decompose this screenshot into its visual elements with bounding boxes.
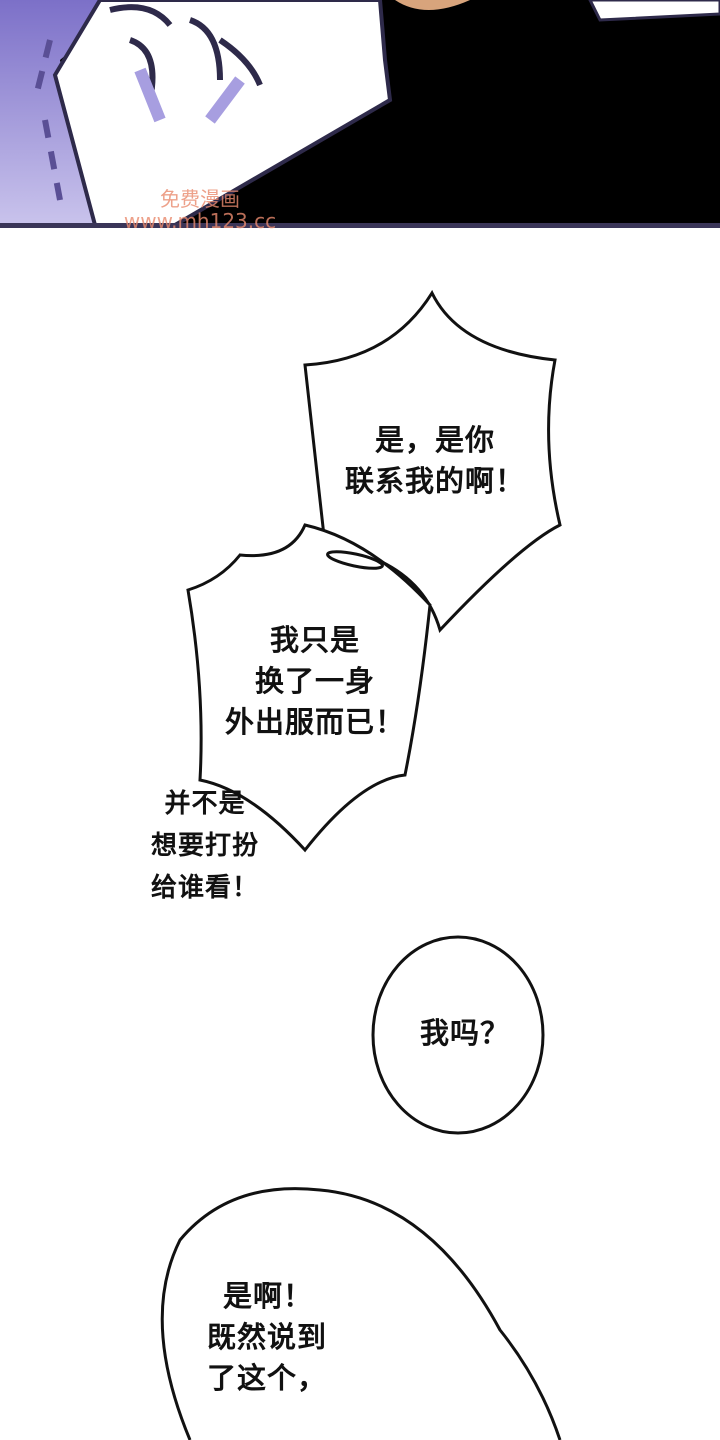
text-line: 了这个， <box>207 1361 328 1395</box>
text-line: 既然说到 <box>207 1320 328 1354</box>
bubble-4-text: 我吗？ <box>400 1013 530 1054</box>
text-line: 外出服而已！ <box>224 705 405 739</box>
sweat-mark <box>326 550 384 570</box>
bubble-5-text: 是啊！ 既然说到 了这个， <box>195 1276 365 1399</box>
text-line: 我吗？ <box>419 1016 510 1050</box>
watermark-line-2: www.mh123.cc <box>123 209 277 233</box>
text-line: 是，是你 <box>374 423 495 457</box>
speech-bubble-2 <box>186 523 432 853</box>
text-line: 换了一身 <box>254 664 375 698</box>
text-line: 想要打扮 <box>150 831 259 861</box>
speech-bubble-5 <box>160 1187 562 1440</box>
text-line: 给谁看！ <box>150 873 259 903</box>
text-line: 我只是 <box>269 623 360 657</box>
speech-bubble-1 <box>303 289 562 633</box>
text-line: 是啊！ <box>223 1279 314 1313</box>
watermark: 免费漫画 www.mh123.cc <box>100 188 300 232</box>
bubble-2-text: 我只是 换了一身 外出服而已！ <box>205 620 425 743</box>
speech-bubble-4 <box>371 935 545 1135</box>
bubble-1-text: 是，是你 联系我的啊！ <box>330 420 540 502</box>
text-line: 联系我的啊！ <box>344 464 525 498</box>
narration-text: 并不是 想要打扮 给谁看！ <box>125 783 285 909</box>
watermark-line-1: 免费漫画 <box>160 187 240 211</box>
top-panel <box>0 0 720 228</box>
text-line: 并不是 <box>164 789 246 819</box>
